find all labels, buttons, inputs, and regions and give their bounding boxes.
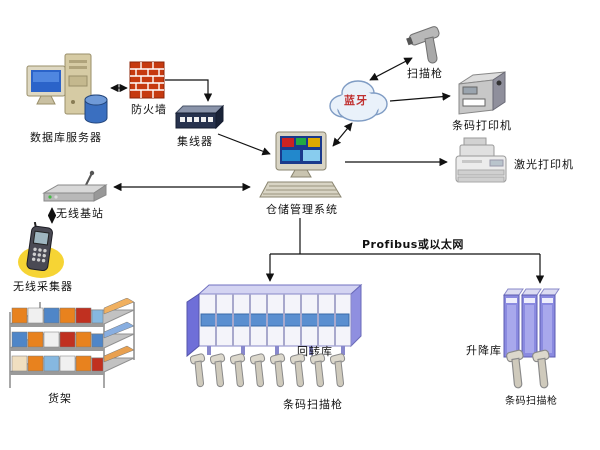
edge-bluetooth-barcode-printer (389, 92, 451, 102)
label-barcode-printer: 条码打印机 (452, 119, 512, 132)
label-hub: 集线器 (177, 135, 213, 148)
barcode-scanner-row (190, 352, 347, 392)
edge-bluetooth-scanner (369, 57, 413, 81)
barcode-scanner-gun-icon (532, 349, 550, 389)
edge-wms-bluetooth (332, 122, 353, 147)
label-scanner-row: 条码扫描枪 (283, 398, 343, 411)
barcode-scanner-gun-icon (310, 353, 326, 388)
label-bus: Profibus或以太网 (362, 238, 464, 251)
wireless-collector-icon (16, 221, 64, 280)
barcode-scanner-gun-icon (270, 353, 286, 388)
barcode-scanner-gun-icon (290, 353, 306, 388)
label-wireless-station: 无线基站 (56, 207, 104, 220)
edge-hub-wms (217, 133, 271, 156)
barcode-scanner-gun-icon (330, 353, 346, 388)
label-firewall: 防火墙 (131, 103, 167, 116)
label-wms: 仓储管理系统 (266, 203, 338, 216)
bluetooth-cloud-icon (325, 76, 391, 126)
laser-printer-icon (450, 136, 512, 190)
wireless-base-station-icon (40, 170, 110, 206)
lift-warehouse-icon (502, 285, 560, 360)
barcode-scanner-gun-icon (230, 353, 246, 388)
hub-icon (170, 104, 225, 134)
barcode-scanner-gun-icon (210, 353, 226, 388)
label-scanner-gun-top: 扫描枪 (407, 67, 443, 80)
wms-computer-icon (258, 130, 343, 205)
barcode-scanner-gun-icon (506, 349, 524, 389)
label-laser-printer: 激光打印机 (514, 158, 574, 171)
carousel-warehouse-icon (183, 280, 363, 360)
label-database-server: 数据库服务器 (30, 131, 102, 144)
barcode-printer-icon (453, 70, 508, 118)
barcode-scanner-gun-icon (190, 353, 206, 388)
scanner-gun-top-icon (405, 22, 449, 66)
label-bluetooth: 蓝牙 (344, 94, 368, 107)
barcode-scanner-pair (506, 348, 552, 394)
label-lift: 升降库 (466, 344, 502, 357)
label-shelf: 货架 (48, 392, 72, 405)
label-scanner-pair: 条码扫描枪 (505, 396, 558, 407)
database-server-icon (25, 52, 110, 130)
storage-shelf-icon (5, 297, 135, 390)
barcode-scanner-gun-icon (250, 353, 266, 388)
edge-firewall-hub (165, 79, 213, 102)
label-wireless-collector: 无线采集器 (13, 280, 73, 293)
firewall-icon (129, 60, 165, 100)
